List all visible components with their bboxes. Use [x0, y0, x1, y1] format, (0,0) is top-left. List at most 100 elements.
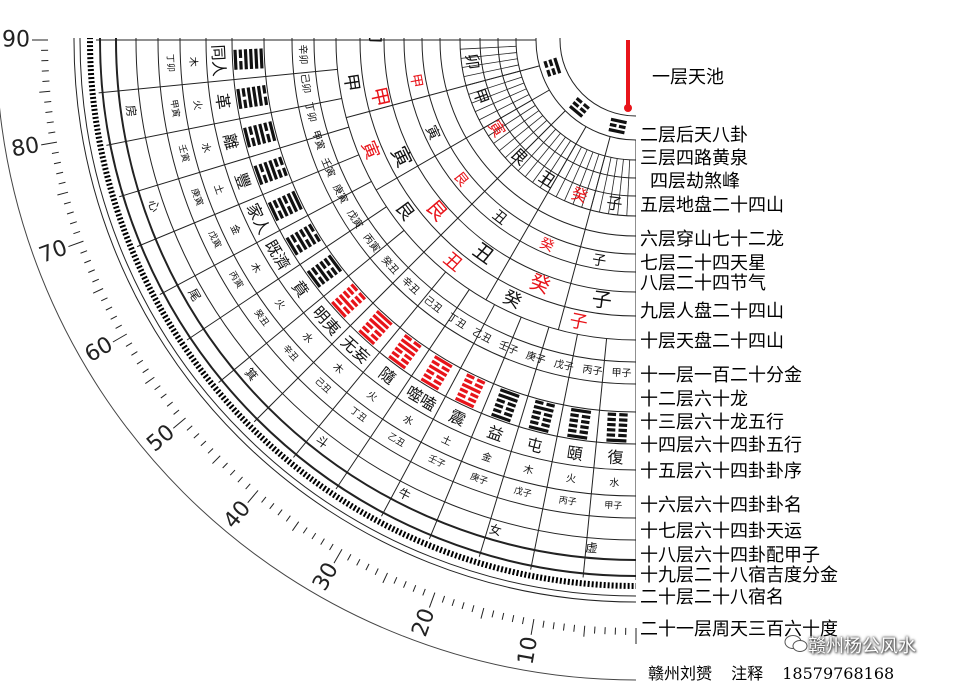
fine-spoke — [608, 158, 618, 214]
fine-spoke — [626, 159, 631, 216]
hexagram-spoke — [106, 98, 342, 146]
degree-tick — [200, 440, 207, 447]
fine-spoke — [524, 133, 561, 178]
layer-label: 三层四路黄泉 — [640, 148, 748, 169]
degree-tick — [66, 211, 74, 215]
hexagram-spoke — [218, 229, 405, 383]
hexagram-glyph — [358, 310, 393, 346]
hexagram-glyph — [236, 84, 269, 110]
degree-tick — [542, 620, 545, 628]
hexagram-glyph — [388, 334, 422, 370]
mountain-glyph: 甲 — [469, 86, 492, 108]
ganzhi-glyph: 丙子 — [558, 495, 577, 509]
degree-tick — [88, 269, 95, 273]
hexagram-spoke — [582, 338, 608, 578]
degree-tick — [160, 393, 167, 399]
fine-spoke — [555, 146, 582, 197]
degree-tick — [69, 221, 77, 225]
hexagram-spoke — [186, 206, 387, 341]
fine-spoke — [463, 64, 519, 77]
degree-tick — [333, 548, 343, 564]
fine-spoke — [590, 155, 606, 211]
degree-label: 80 — [9, 133, 41, 162]
hexagram-glyph — [306, 254, 343, 288]
fine-spoke — [460, 52, 517, 59]
degree-tick — [80, 250, 88, 254]
lodge-glyph: 女 — [488, 521, 504, 539]
mountain-glyph: 癸 — [569, 183, 591, 206]
degree-tick — [115, 324, 122, 329]
ring-line — [79, 38, 636, 597]
fine-spoke — [539, 140, 571, 188]
degree-tick — [131, 351, 138, 356]
degree-tick — [403, 581, 407, 588]
degree-tick — [521, 617, 525, 625]
hexagram-glyph — [267, 190, 303, 222]
degree-tick — [451, 599, 455, 607]
degree-tick — [311, 532, 317, 540]
mountain-glyph: 子 — [591, 252, 607, 270]
mountain-glyph: 卯 — [362, 23, 387, 44]
degree-tick — [382, 572, 388, 584]
degree-tick — [245, 483, 251, 490]
element-glyph: 水 — [609, 477, 620, 489]
mountain-glyph: 癸 — [537, 235, 556, 255]
layer-label: 十三层六十龙五行 — [640, 412, 784, 433]
hexagram-name: 革 — [212, 92, 233, 111]
degree-tick — [501, 612, 505, 620]
degree-tick — [110, 315, 118, 320]
fine-spoke — [465, 70, 521, 86]
degree-tick — [374, 568, 379, 576]
degree-tick — [573, 624, 576, 632]
degree-tick — [100, 297, 108, 302]
mountain-glyph: 子 — [605, 193, 623, 214]
fine-spoke — [493, 110, 540, 144]
element-glyph: 土 — [211, 182, 227, 196]
element-glyph: 木 — [522, 463, 535, 477]
degree-tick — [285, 515, 291, 522]
degree-tick — [45, 111, 53, 114]
mountain-glyph: 子 — [590, 287, 613, 313]
mountain-glyph: 乙 — [461, 17, 481, 35]
degree-tick — [92, 278, 100, 283]
hexagram-spoke — [530, 334, 578, 570]
hexagram-spoke — [428, 316, 522, 540]
degree-tick — [320, 538, 325, 545]
degree-tick — [292, 521, 300, 531]
layer-label: 十八层六十四卦配甲子 — [640, 545, 820, 566]
degree-tick — [261, 496, 267, 503]
lodge-glyph: 心 — [145, 198, 162, 214]
degree-tick — [302, 527, 308, 534]
degree-tick — [57, 191, 69, 196]
fine-spoke — [475, 88, 527, 112]
layer-label: 十五层六十四卦卦序 — [640, 461, 802, 482]
mountain-glyph: 子 — [568, 310, 590, 334]
hexagram-glyph — [454, 373, 486, 409]
degree-label: 10 — [514, 635, 543, 667]
element-glyph: 土 — [439, 432, 454, 448]
hexagram-glyph — [285, 223, 321, 256]
element-glyph: 火 — [191, 99, 204, 111]
layer-label: 二层后天八卦 — [640, 125, 748, 146]
mountain-glyph: 卯 — [462, 52, 483, 70]
degree-tick — [56, 171, 64, 175]
luopan-compass-diagram: 子癸丑艮寅甲卯乙子子子癸癸癸丑丑丑艮艮艮寅寅寅甲甲甲卯卯卯甲子丙子戊子庚子壬子乙… — [0, 17, 637, 681]
fine-spoke — [498, 115, 543, 152]
hexagram-spoke — [293, 271, 447, 458]
hexagram-name: 離 — [219, 132, 241, 152]
hexagram-spoke — [253, 251, 425, 423]
lodge-glyph: 虚 — [585, 541, 598, 556]
fine-spoke — [532, 136, 566, 183]
fine-spoke — [517, 128, 557, 172]
layer-label: 五层地盘二十四山 — [640, 195, 784, 216]
fine-spoke — [581, 154, 600, 208]
element-glyph: 火 — [565, 472, 577, 485]
hexagram-spoke — [335, 289, 470, 490]
fine-spoke — [460, 45, 517, 50]
fine-spoke — [564, 149, 588, 201]
element-glyph: 金 — [480, 449, 494, 465]
degree-tick — [125, 342, 133, 347]
degree-tick — [247, 490, 259, 504]
degree-tick — [92, 288, 104, 294]
degree-tick — [583, 625, 586, 637]
